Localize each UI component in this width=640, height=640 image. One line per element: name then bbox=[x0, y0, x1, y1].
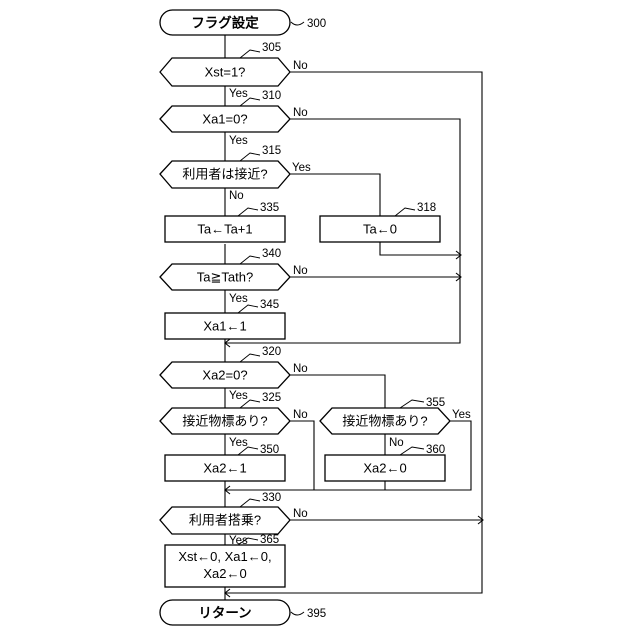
ref-355: 355 bbox=[426, 397, 445, 409]
decision-305-no: No bbox=[293, 60, 308, 72]
process-318-label: Ta←0 bbox=[363, 222, 397, 237]
decision-355-label: 接近物標あり? bbox=[342, 414, 427, 429]
decision-340-no: No bbox=[293, 265, 308, 277]
decision-310-label: Xa1=0? bbox=[202, 112, 247, 127]
end-terminal: リターン bbox=[160, 600, 290, 625]
process-350-label: Xa2←1 bbox=[203, 461, 246, 476]
process-345: Xa1←1 bbox=[165, 313, 285, 339]
decision-355-no: No bbox=[389, 437, 404, 449]
process-335-label: Ta←Ta+1 bbox=[197, 222, 252, 237]
decision-320: Xa2=0? bbox=[160, 362, 290, 388]
decision-355-yes: Yes bbox=[452, 409, 471, 421]
decision-310: Xa1=0? bbox=[160, 106, 290, 132]
process-318: Ta←0 bbox=[320, 216, 440, 242]
decision-325: 接近物標あり? bbox=[160, 408, 290, 434]
ref-320: 320 bbox=[262, 346, 281, 358]
ref-315: 315 bbox=[262, 145, 281, 157]
decision-320-no: No bbox=[293, 363, 308, 375]
decision-340-yes: Yes bbox=[229, 293, 248, 305]
ref-330: 330 bbox=[262, 492, 281, 504]
decision-315-yes: Yes bbox=[292, 162, 311, 174]
decision-310-yes: Yes bbox=[229, 135, 248, 147]
decision-330-label: 利用者搭乗? bbox=[189, 513, 261, 528]
ref-300: 300 bbox=[307, 18, 326, 30]
decision-325-label: 接近物標あり? bbox=[182, 414, 267, 429]
process-365-line2: Xa2←0 bbox=[203, 566, 246, 581]
process-365-line1: Xst←0, Xa1←0, bbox=[178, 549, 271, 564]
decision-340: Ta≧Tath? bbox=[160, 264, 290, 290]
end-label: リターン bbox=[198, 606, 251, 621]
process-365: Xst←0, Xa1←0, Xa2←0 bbox=[165, 545, 285, 587]
decision-355: 接近物標あり? bbox=[320, 408, 450, 434]
decision-320-yes: Yes bbox=[229, 390, 248, 402]
ref-325: 325 bbox=[262, 392, 281, 404]
decision-330-no: No bbox=[293, 508, 308, 520]
ref-345: 345 bbox=[260, 299, 279, 311]
decision-305-yes: Yes bbox=[229, 88, 248, 100]
ref-365: 365 bbox=[260, 534, 279, 546]
start-label: フラグ設定 bbox=[191, 15, 259, 31]
process-360-label: Xa2←0 bbox=[363, 461, 406, 476]
decision-315: 利用者は接近? bbox=[160, 161, 290, 188]
process-350: Xa2←1 bbox=[165, 455, 285, 481]
process-360: Xa2←0 bbox=[325, 455, 445, 481]
decision-310-no: No bbox=[293, 107, 308, 119]
ref-318: 318 bbox=[417, 202, 436, 214]
decision-330: 利用者搭乗? bbox=[160, 507, 290, 534]
decision-315-label: 利用者は接近? bbox=[182, 167, 267, 182]
decision-315-no: No bbox=[229, 190, 244, 202]
decision-325-yes: Yes bbox=[229, 437, 248, 449]
decision-305-label: Xst=1? bbox=[205, 65, 246, 80]
ref-335: 335 bbox=[260, 202, 279, 214]
process-345-label: Xa1←1 bbox=[203, 319, 246, 334]
ref-340: 340 bbox=[262, 248, 281, 260]
decision-340-label: Ta≧Tath? bbox=[197, 270, 253, 285]
process-335: Ta←Ta+1 bbox=[165, 216, 285, 242]
decision-325-no: No bbox=[293, 409, 308, 421]
decision-305: Xst=1? bbox=[160, 58, 290, 86]
ref-350: 350 bbox=[260, 444, 279, 456]
decision-320-label: Xa2=0? bbox=[202, 368, 247, 383]
ref-310: 310 bbox=[262, 90, 281, 102]
ref-395: 395 bbox=[307, 608, 326, 620]
ref-360: 360 bbox=[426, 444, 445, 456]
ref-305: 305 bbox=[262, 42, 281, 54]
start-terminal: フラグ設定 bbox=[160, 10, 290, 35]
